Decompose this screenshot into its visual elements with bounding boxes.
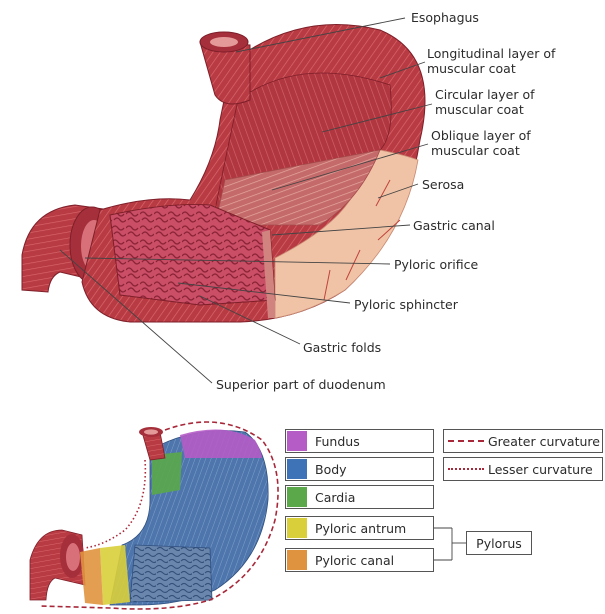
label-longitudinal-line1: Longitudinal layer of (427, 46, 555, 61)
label-pyloric-orifice: Pyloric orifice (394, 257, 478, 272)
label-oblique-line2: muscular coat (431, 143, 520, 158)
legend-body-label: Body (315, 462, 347, 477)
label-pyloric-sphincter: Pyloric sphincter (354, 297, 458, 312)
label-circular-line2: muscular coat (435, 102, 524, 117)
legend-pyloric-antrum-label: Pyloric antrum (315, 521, 406, 536)
pyloric-canal-swatch (287, 550, 307, 570)
legend-pyloric-antrum: Pyloric antrum (285, 516, 434, 540)
legend-fundus: Fundus (285, 429, 434, 453)
legend-greater-curvature-label: Greater curvature (488, 434, 600, 449)
legend-cardia-label: Cardia (315, 490, 355, 505)
label-esophagus: Esophagus (411, 10, 479, 25)
body-swatch (287, 459, 307, 479)
label-longitudinal-line2: muscular coat (427, 61, 516, 76)
legend-greater-curvature: Greater curvature (443, 429, 603, 453)
legend-cardia: Cardia (285, 485, 434, 509)
legend-lesser-curvature: Lesser curvature (443, 457, 603, 481)
legend-pyloric-canal: Pyloric canal (285, 548, 434, 572)
legend-pyloric-canal-label: Pyloric canal (315, 553, 394, 568)
lesser-curvature-key (448, 468, 484, 470)
legend-fundus-label: Fundus (315, 434, 360, 449)
label-oblique-line1: Oblique layer of (431, 128, 531, 143)
fundus-swatch (287, 431, 307, 451)
esophagus (200, 32, 250, 104)
legend-body: Body (285, 457, 434, 481)
legend-pylorus-label: Pylorus (476, 536, 522, 551)
legend-pylorus: Pylorus (466, 531, 532, 555)
greater-curvature-key (448, 440, 484, 442)
cardia-swatch (287, 487, 307, 507)
label-gastric-canal: Gastric canal (413, 218, 495, 233)
legend-lesser-curvature-label: Lesser curvature (488, 462, 593, 477)
label-circular-line1: Circular layer of (435, 87, 535, 102)
label-gastric-folds: Gastric folds (303, 340, 381, 355)
label-serosa: Serosa (422, 177, 464, 192)
label-superior-duodenum: Superior part of duodenum (216, 377, 386, 392)
pyloric-antrum-swatch (287, 518, 307, 538)
